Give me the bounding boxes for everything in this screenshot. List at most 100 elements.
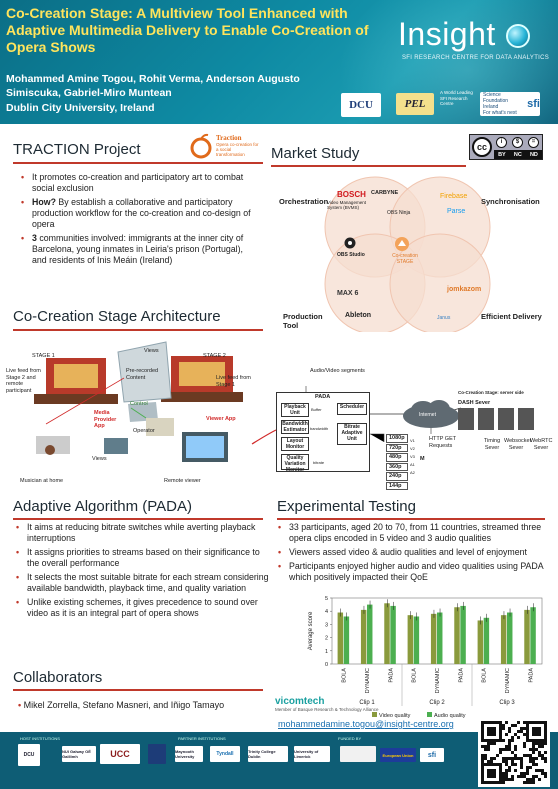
- qr-code[interactable]: [478, 719, 550, 787]
- qr-module: [481, 721, 484, 724]
- qr-module: [541, 739, 544, 742]
- list-item: 3 communities involved: immigrants at th…: [18, 233, 256, 266]
- qr-module: [526, 733, 529, 736]
- dcu-footer-logo: DCU: [18, 744, 40, 766]
- qr-module: [538, 727, 541, 730]
- bar: [507, 612, 513, 664]
- y-tick-label: 0: [325, 662, 328, 668]
- qr-module: [505, 721, 508, 724]
- qr-module: [514, 748, 517, 751]
- qr-module: [538, 754, 541, 757]
- musician-label: Musician at home: [20, 478, 64, 484]
- cc-icon: cc: [472, 137, 492, 157]
- qr-module: [544, 727, 547, 730]
- list-item: It aims at reducing bitrate switches whi…: [13, 522, 271, 544]
- live-feed-b-label: Live feed from Stage 1: [216, 375, 251, 388]
- cc-strip: BY NC ND: [494, 150, 542, 159]
- qr-module: [532, 763, 535, 766]
- qr-pattern: [481, 721, 547, 784]
- qr-module: [481, 766, 484, 769]
- qr-module: [481, 778, 484, 781]
- qr-module: [481, 754, 484, 757]
- legend-swatch: [372, 712, 377, 717]
- qr-module: [514, 769, 517, 772]
- qr-module: [544, 772, 547, 775]
- tcd-logo: Trinity College Dublin: [248, 746, 288, 762]
- x-tick-label: DYNAMIC: [505, 668, 511, 693]
- qr-module: [490, 781, 493, 784]
- qr-module: [508, 730, 511, 733]
- qr-module: [520, 760, 523, 763]
- jomkazom-logo: jomkazom: [447, 286, 482, 293]
- qr-module: [538, 739, 541, 742]
- qr-module: [481, 739, 484, 742]
- qr-module: [487, 760, 490, 763]
- list-item: It promotes co-creation and participator…: [18, 172, 256, 194]
- max-logo: MAX 6: [337, 290, 359, 297]
- traction-apple-icon: [190, 133, 212, 159]
- qr-module: [490, 757, 493, 760]
- qr-module: [487, 769, 490, 772]
- production-label: Production Tool: [283, 312, 323, 330]
- qr-module: [481, 736, 484, 739]
- collab-heading: Collaborators: [13, 669, 103, 686]
- qr-module: [538, 733, 541, 736]
- qr-module: [481, 745, 484, 748]
- bitrate-adaptive-unit: Bitrate Adaptive Unit: [337, 423, 367, 445]
- playback-unit: Playback Unit: [281, 403, 309, 417]
- pel-logo: PEL: [396, 93, 434, 115]
- qr-module: [529, 766, 532, 769]
- qr-module: [511, 736, 514, 739]
- qr-module: [505, 769, 508, 772]
- qr-module: [487, 742, 490, 745]
- qr-module: [535, 730, 538, 733]
- qr-module: [532, 778, 535, 781]
- y-tick-label: 5: [325, 596, 328, 602]
- qr-module: [487, 745, 490, 748]
- bar: [384, 603, 390, 664]
- qr-module: [532, 727, 535, 730]
- qr-module: [490, 727, 493, 730]
- qr-module: [490, 763, 493, 766]
- qr-module: [532, 760, 535, 763]
- qr-module: [544, 751, 547, 754]
- qr-module: [484, 763, 487, 766]
- qr-module: [505, 745, 508, 748]
- qr-module: [499, 772, 502, 775]
- qr-module: [487, 721, 490, 724]
- qr-module: [499, 778, 502, 781]
- qr-module: [520, 772, 523, 775]
- list-item: Participants enjoyed higher audio and vi…: [275, 561, 551, 583]
- synchronisation-label: Synchronisation: [481, 197, 540, 206]
- qr-module: [529, 721, 532, 724]
- contact-email[interactable]: mohammedamine.togou@insight-centre.org: [278, 719, 454, 729]
- qr-module: [523, 775, 526, 778]
- qr-module: [511, 739, 514, 742]
- qr-module: [541, 721, 544, 724]
- http-label: HTTP GET Requests: [429, 436, 456, 449]
- experiment-heading: Experimental Testing: [277, 498, 416, 515]
- qr-module: [493, 763, 496, 766]
- qr-module: [511, 778, 514, 781]
- qr-module: [493, 742, 496, 745]
- qr-module: [487, 727, 490, 730]
- qr-module: [481, 727, 484, 730]
- qr-module: [484, 781, 487, 784]
- qr-module: [508, 742, 511, 745]
- stage2-label: STAGE 2: [203, 353, 226, 359]
- qr-module: [520, 730, 523, 733]
- qr-module: [508, 769, 511, 772]
- qr-module: [520, 757, 523, 760]
- pada-block: PADA Playback Unit Buffer Bandwidth Esti…: [276, 392, 370, 473]
- qr-module: [544, 724, 547, 727]
- track-v2: V2: [410, 446, 415, 451]
- qr-module: [508, 778, 511, 781]
- qr-module: [481, 772, 484, 775]
- list-item: 33 participants, aged 20 to 70, from 11 …: [275, 522, 551, 544]
- qr-module: [529, 748, 532, 751]
- insight-subtitle: SFI RESEARCH CENTRE FOR DATA ANALYTICS: [402, 55, 550, 61]
- bar: [500, 615, 507, 664]
- qr-module: [499, 769, 502, 772]
